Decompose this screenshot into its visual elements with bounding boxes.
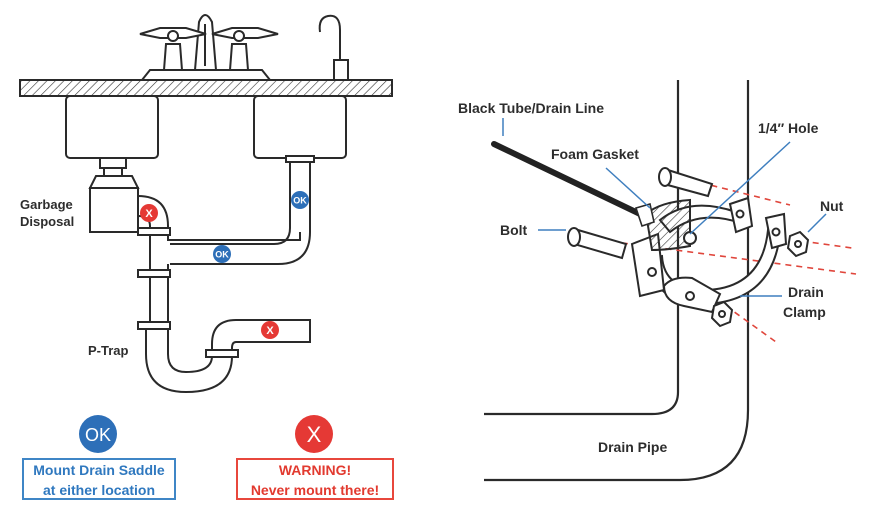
drain-clamp bbox=[630, 196, 788, 314]
ok-marker-right-drain: OK bbox=[291, 191, 309, 209]
black-tube-label: Black Tube/Drain Line bbox=[458, 100, 604, 116]
drain-pipe bbox=[484, 80, 750, 482]
drain-clamp-label-line1: Drain bbox=[788, 284, 824, 300]
ok-marker-text: OK bbox=[293, 196, 307, 206]
garbage-disposal bbox=[88, 157, 140, 233]
ok-marker-horizontal-pipe: OK bbox=[213, 245, 231, 263]
x-marker-p-trap-outlet: X bbox=[261, 321, 279, 339]
water-spout bbox=[318, 14, 349, 81]
nut-bottom bbox=[710, 300, 734, 328]
legend-ok-line1: Mount Drain Saddle bbox=[33, 462, 165, 478]
p-trap-label: P-Trap bbox=[88, 343, 129, 358]
legend-ok-symbol: OK bbox=[79, 415, 117, 453]
leader-lines bbox=[502, 118, 827, 297]
bolt-upper bbox=[658, 167, 714, 198]
drain-pipes bbox=[137, 158, 311, 394]
nut-label: Nut bbox=[820, 198, 844, 214]
foam-gasket-label: Foam Gasket bbox=[551, 146, 639, 162]
bolt-left bbox=[567, 227, 628, 260]
legend-ok-box: Mount Drain Saddle at either location bbox=[22, 458, 176, 500]
faucet bbox=[139, 14, 279, 81]
legend-warning-line2: Never mount there! bbox=[250, 482, 380, 498]
countertop bbox=[19, 79, 393, 97]
bolt-label: Bolt bbox=[500, 222, 528, 238]
ok-marker-text: OK bbox=[215, 250, 229, 260]
legend-x-symbol-text: X bbox=[307, 422, 322, 447]
left-sink-basin bbox=[65, 95, 159, 159]
x-marker-text: X bbox=[266, 325, 274, 337]
garbage-disposal-label-line2: Disposal bbox=[20, 214, 74, 229]
legend-ok-symbol-text: OK bbox=[85, 425, 111, 445]
x-marker-disposal-elbow: X bbox=[140, 204, 158, 222]
drain-saddle-illustration: Black Tube/Drain Line Foam Gasket 1/4″ H… bbox=[458, 80, 857, 482]
right-sink-basin bbox=[253, 95, 347, 159]
legend-ok-line2: at either location bbox=[42, 482, 156, 498]
garbage-disposal-label-line1: Garbage bbox=[20, 197, 73, 212]
sink-illustration: OK OK X X Garbage Disposal P-Trap OK X bbox=[19, 14, 393, 453]
hole-label: 1/4″ Hole bbox=[758, 120, 819, 136]
legend-warning-line1: WARNING! bbox=[278, 462, 352, 478]
nut-right bbox=[786, 230, 810, 258]
x-marker-text: X bbox=[145, 208, 153, 220]
pipe-joints bbox=[137, 155, 315, 358]
legend-x-symbol: X bbox=[295, 415, 333, 453]
legend-warning-box: WARNING! Never mount there! bbox=[236, 458, 394, 500]
black-tube bbox=[491, 141, 655, 228]
drain-clamp-label-line2: Clamp bbox=[783, 304, 826, 320]
drain-pipe-label: Drain Pipe bbox=[598, 439, 667, 455]
